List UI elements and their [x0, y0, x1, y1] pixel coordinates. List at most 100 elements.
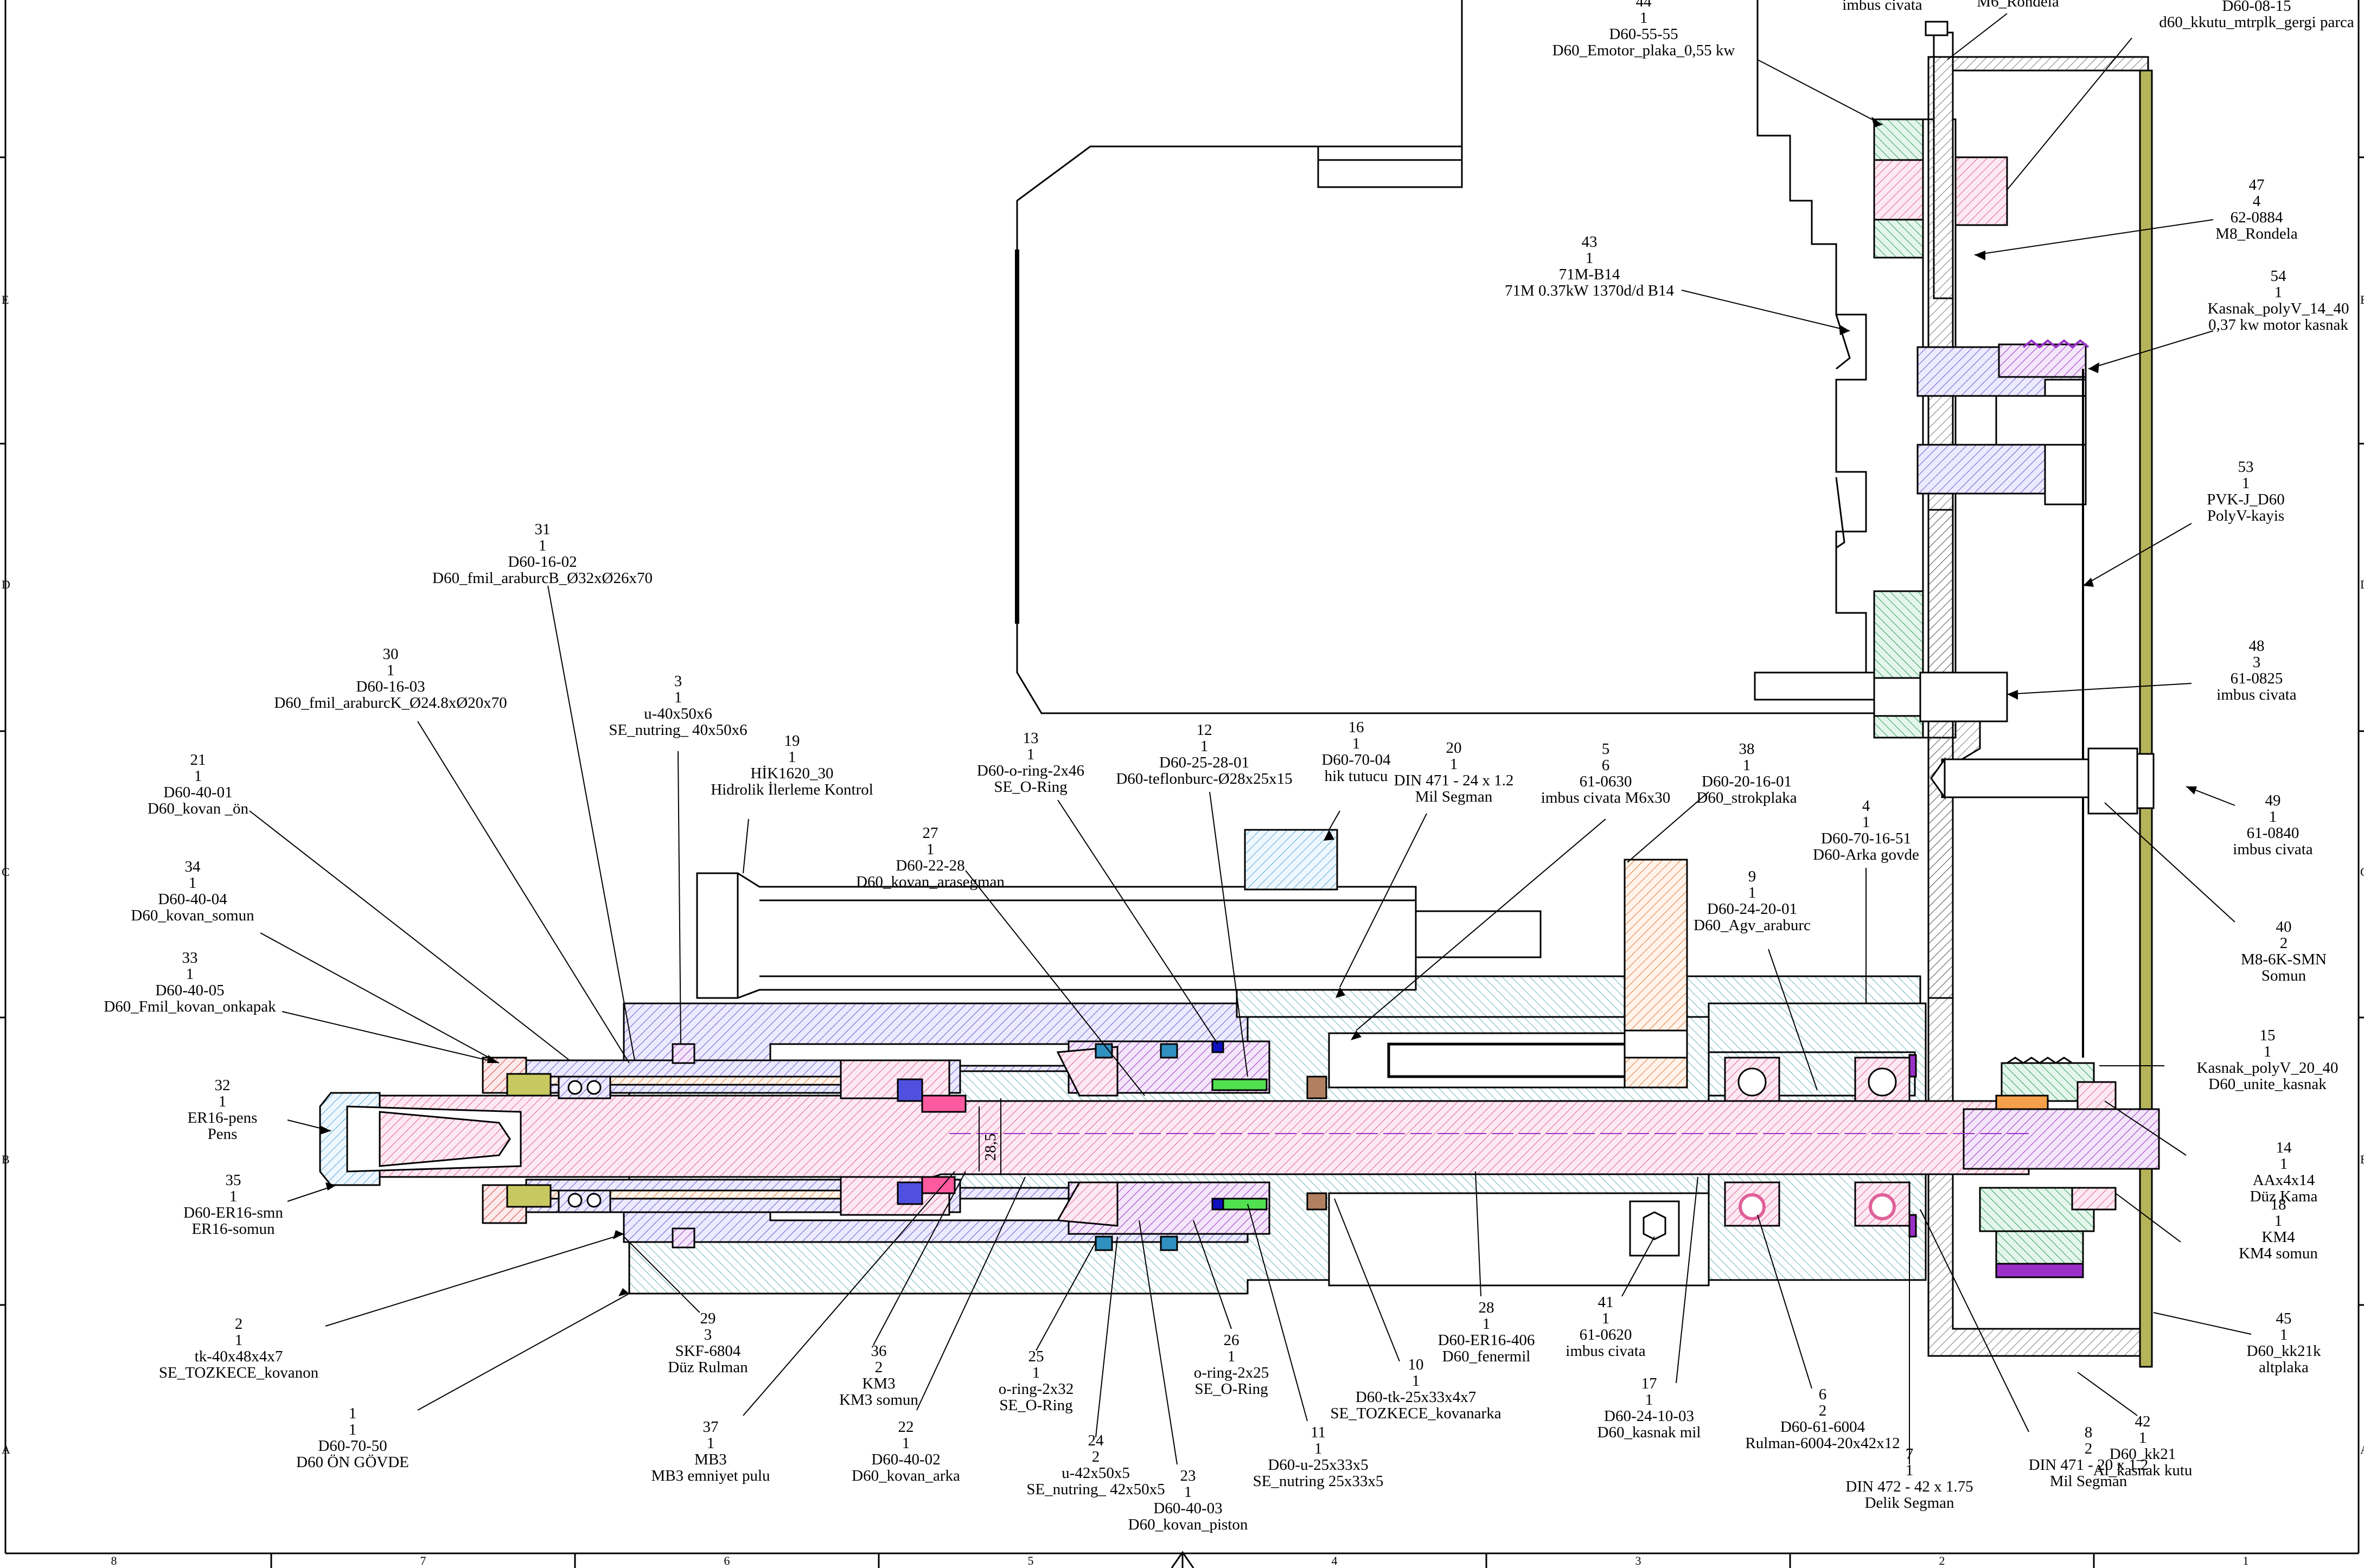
- balloon-line: 15: [2260, 1027, 2276, 1044]
- zone-ticks: [0, 156, 2364, 1568]
- balloon-line: 2: [2280, 935, 2288, 952]
- balloon-line: 6: [1602, 757, 1610, 774]
- balloon-line: 45: [2276, 1310, 2292, 1327]
- balloon-line: SE_TOZKECE_kovanarka: [1330, 1405, 1501, 1422]
- balloon-line: 40: [2276, 918, 2292, 936]
- balloon-line: 5: [1602, 740, 1610, 758]
- balloon-line: D60-70-50: [318, 1437, 387, 1455]
- balloon-line: D60_kovan _ön: [148, 800, 249, 817]
- balloon-line: D60-55-55: [1609, 25, 1678, 43]
- balloon-line: 1: [674, 689, 682, 706]
- balloon-line: 1: [2274, 284, 2283, 301]
- leader-lines: [249, 13, 2252, 1465]
- zone-column-label: 4: [1332, 1554, 1338, 1567]
- balloon-line: SE_O-Ring: [994, 778, 1067, 796]
- balloon-line: hik tutucu: [1325, 767, 1388, 785]
- balloon-line: 37: [703, 1418, 719, 1436]
- zone-column-label: 2: [1939, 1554, 1945, 1567]
- balloon-line: 22: [898, 1418, 914, 1436]
- balloon-line: 43: [1582, 233, 1598, 251]
- balloon-line: 20: [1446, 739, 1462, 757]
- balloon-line: 2: [875, 1359, 883, 1376]
- balloon-line: 3: [674, 673, 682, 690]
- balloon-line: D60-16-02: [508, 553, 577, 571]
- hydraulic-cylinder: [696, 872, 1542, 999]
- zone-row-label: D: [2, 578, 10, 591]
- balloon-line: 2: [1092, 1448, 1100, 1465]
- balloon-line: D60-40-02: [871, 1451, 940, 1468]
- zone-row-label: B: [2, 1153, 10, 1166]
- balloon-line: 1: [2280, 1326, 2288, 1343]
- balloon-line: SKF-6804: [675, 1342, 741, 1360]
- balloon-line: 1: [235, 1332, 243, 1349]
- balloon-line: 12: [1197, 721, 1212, 739]
- balloon-line: 19: [784, 732, 800, 750]
- balloon-line: 61-0630: [1580, 773, 1632, 790]
- balloon-line: D60-tk-25x33x4x7: [1356, 1388, 1476, 1406]
- balloon-line: D60-08-15: [2222, 0, 2291, 15]
- balloon-line: 1: [1027, 746, 1035, 763]
- unit-pulley: [1979, 1057, 2117, 1278]
- balloon-line: PolyV-kayis: [2207, 507, 2284, 524]
- balloon-line: SE_nutring_ 42x50x5: [1026, 1481, 1165, 1498]
- balloon-line: 1: [349, 1405, 357, 1422]
- balloon-line: 1: [927, 841, 935, 858]
- balloon-line: 11: [1311, 1424, 1326, 1441]
- zone-row-label: A: [2, 1443, 10, 1456]
- balloon-line: 62-0884: [2231, 209, 2283, 226]
- balloon-line: 6: [1819, 1386, 1827, 1403]
- balloon-line: u-42x50x5: [1062, 1464, 1130, 1482]
- balloon-line: D60-teflonburc-Ø28x25x15: [1116, 770, 1292, 788]
- balloon-line: 61-0840: [2247, 824, 2299, 842]
- balloon-line: Düz Kama: [2250, 1188, 2318, 1205]
- balloon-line: AAx4x14: [2253, 1172, 2315, 1189]
- balloon-line: 1: [2264, 1043, 2272, 1060]
- zone-column-label: 6: [724, 1554, 730, 1567]
- balloon-line: 8: [2085, 1424, 2093, 1441]
- balloon-line: D60-70-04: [1321, 751, 1391, 769]
- balloon-line: 1: [1748, 884, 1756, 901]
- balloon-line: 49: [2265, 792, 2281, 809]
- balloon-line: D60-22-28: [896, 857, 964, 874]
- balloon-line: D60_kovan_somun: [131, 907, 254, 924]
- balloon-line: D60-ER16-smn: [183, 1204, 283, 1221]
- balloon-line: 1: [2280, 1155, 2288, 1173]
- balloon-line: D60_kk21: [2110, 1445, 2176, 1463]
- spindle-shaft: [379, 1095, 2160, 1178]
- balloon-line: imbus civata: [2216, 686, 2297, 703]
- balloon-line: D60_kk21k: [2247, 1342, 2321, 1360]
- balloon-line: ER16-somun: [191, 1220, 275, 1238]
- balloon-line: SE_nutring_ 40x50x6: [609, 721, 747, 739]
- leader-arrowheads: [320, 117, 2197, 1296]
- bolts: [1873, 671, 2155, 815]
- balloon-line: D60_fmil_araburcK_Ø24.8xØ20x70: [274, 694, 507, 712]
- balloon-line: Somun: [2261, 967, 2307, 984]
- balloon-line: 36: [871, 1342, 887, 1360]
- zone-row-label: B: [2360, 1153, 2364, 1166]
- balloon-line: 32: [215, 1077, 231, 1094]
- balloon-line: 16: [1349, 719, 1364, 736]
- balloon-line: 35: [226, 1172, 241, 1189]
- balloon-line: M8-6K-SMN: [2241, 951, 2327, 968]
- balloon-line: 1: [219, 1093, 227, 1110]
- balloon-line: 2: [235, 1315, 243, 1333]
- collet-assembly: [319, 1057, 967, 1224]
- balloon-line: M8_Rondela: [2215, 225, 2298, 242]
- zone-column-label: 8: [111, 1554, 117, 1567]
